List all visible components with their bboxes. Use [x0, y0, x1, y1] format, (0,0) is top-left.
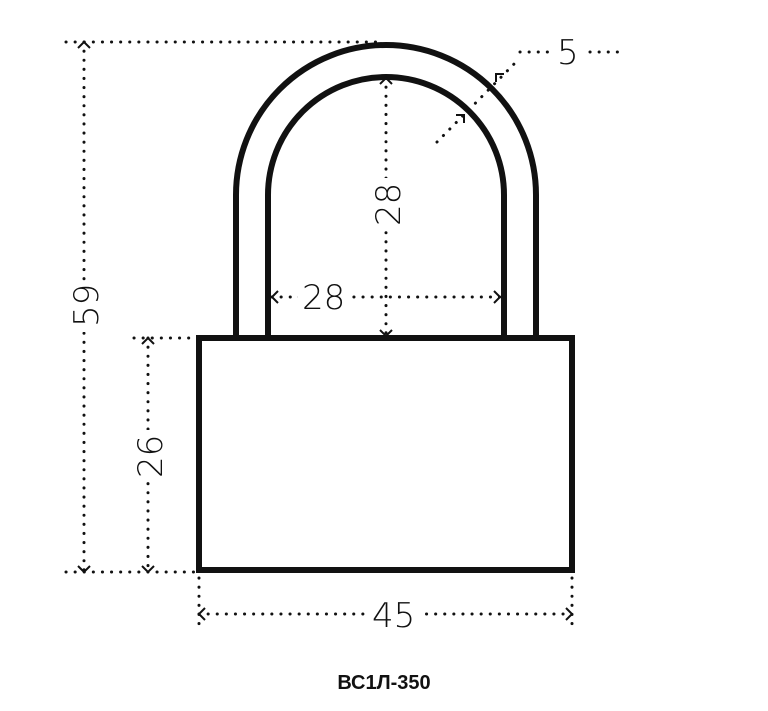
- label-total-height: 59: [67, 284, 107, 327]
- padlock-body: [196, 335, 575, 573]
- label-shackle-height: 28: [369, 183, 409, 226]
- model-caption: ВС1Л-350: [337, 672, 431, 694]
- label-shackle-thickness: 5: [557, 33, 579, 73]
- label-body-height: 26: [131, 435, 171, 478]
- dim-line-5: [435, 56, 522, 144]
- shackle-outer: [233, 42, 539, 338]
- label-body-width: 45: [372, 596, 415, 636]
- label-shackle-width: 28: [302, 278, 345, 318]
